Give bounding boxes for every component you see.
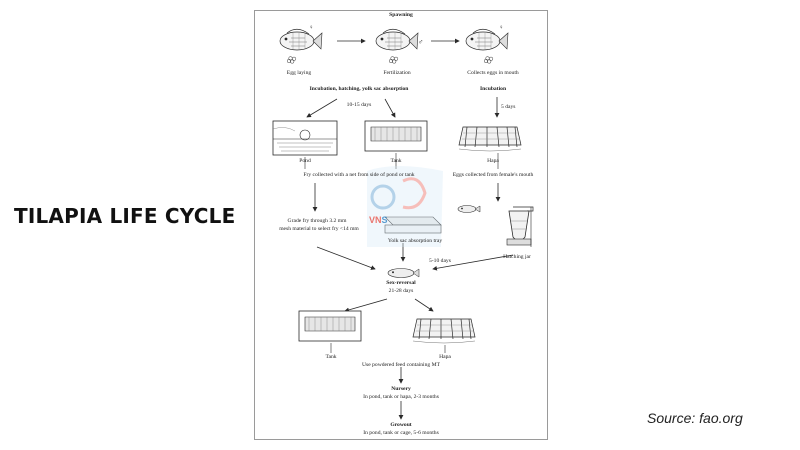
days-10-15-label: 10-15 days	[346, 102, 372, 108]
hapa-illustration	[458, 126, 522, 152]
diagram-graphics	[272, 28, 534, 420]
fertilization-label: Fertilization	[383, 70, 411, 76]
fry-collected-label: Fry collected with a net from side of po…	[303, 172, 415, 178]
egg-laying-fish-icon	[279, 28, 323, 51]
nursery-description: In pond, tank or hapa, 2-3 months	[363, 394, 439, 400]
hapa-label-2: Hapa	[439, 354, 451, 360]
hapa-label: Hapa	[487, 158, 499, 164]
pond-illustration	[272, 120, 338, 156]
pond-label: Pond	[299, 158, 311, 164]
slide-title: TILAPIA LIFE CYCLE	[14, 204, 236, 228]
sex-reversal-heading: Sex-reversal	[386, 280, 416, 286]
collects-eggs-label: Collects eggs in mouth	[467, 70, 519, 76]
source-caption: Source: fao.org	[647, 410, 743, 426]
watermark-brand-b: S	[381, 215, 388, 225]
life-cycle-figure: Spawning ♀ ♂ ♀ Egg laying Fertilization …	[254, 10, 548, 440]
yolk-sac-tray-illustration	[384, 216, 442, 234]
sex-reversal-fish-icon	[387, 268, 420, 278]
tank-label-2: Tank	[325, 354, 337, 360]
egg-laying-label: Egg laying	[286, 70, 312, 76]
eggs-icon	[286, 56, 297, 64]
growout-description: In pond, tank or cage, 5-6 months	[363, 430, 439, 436]
yolk-tray-label: Yolk sac absorption tray	[387, 238, 443, 244]
spawning-heading: Spawning	[389, 12, 413, 18]
female-symbol: ♀	[309, 25, 314, 31]
growout-heading: Growout	[390, 422, 412, 428]
watermark-brand-a: VN	[369, 215, 382, 225]
tank-label: Tank	[390, 158, 402, 164]
eggs-icon-3	[483, 56, 494, 64]
fertilization-fish-icon	[375, 28, 419, 51]
incubation-heading: Incubation	[479, 86, 507, 92]
fry-fish-icon	[457, 205, 481, 213]
watermark-text: VNS	[369, 215, 388, 225]
hapa-illustration-2	[412, 318, 476, 344]
nursery-heading: Nursery	[391, 386, 411, 392]
eggs-icon-2	[388, 56, 399, 64]
powdered-feed-label: Use powdered feed containing MT	[362, 362, 440, 368]
grade-fry-line-2: mesh material to select fry <14 mm	[279, 226, 359, 232]
watermark-logo	[367, 166, 443, 247]
incubation-hatching-heading: Incubation, hatching, yolk sac absorptio…	[309, 86, 409, 92]
grade-fry-line-1: Grade fry through 3.2 mm	[287, 218, 347, 224]
hatching-jar-illustration	[506, 206, 534, 247]
eggs-collected-label: Eggs collected from female's mouth	[452, 172, 534, 178]
male-symbol: ♂	[418, 38, 424, 46]
female-symbol-2: ♀	[499, 25, 504, 31]
days-21-28-label: 21-28 days	[388, 288, 414, 294]
hatching-jar-label: Hatching jar	[503, 254, 531, 260]
days-5-label: 5 days	[501, 104, 516, 110]
mouthbrooding-fish-icon	[465, 28, 509, 51]
days-5-10-label: 5-10 days	[429, 258, 451, 264]
tank-illustration	[364, 120, 428, 152]
tank-illustration-2	[298, 310, 362, 342]
